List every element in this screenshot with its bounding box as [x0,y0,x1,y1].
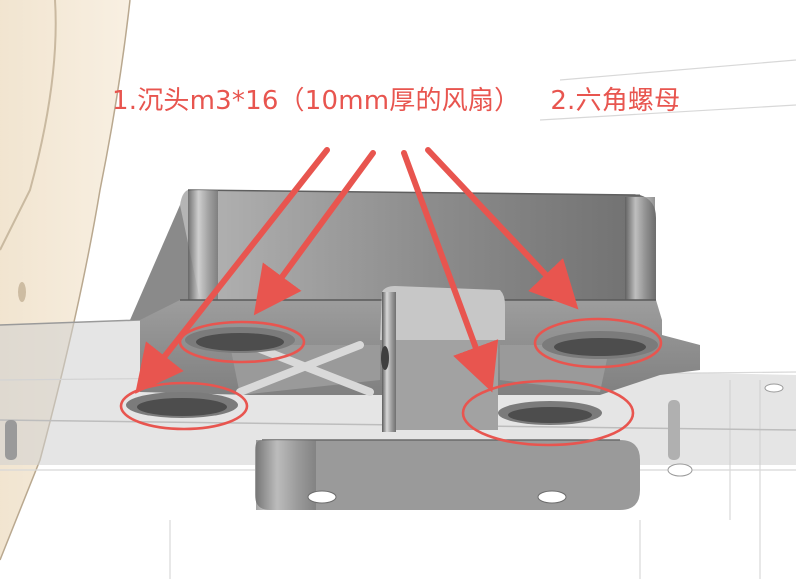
annotation-text-overlay: 1.沉头m3*16（10mm厚的风扇） 2.六角螺母 [112,80,680,117]
highlight-circles [119,317,663,447]
highlight-circle-right [533,317,663,369]
hex-nut-pocket-center [498,401,602,425]
arrow-to-top-left [253,150,376,316]
countersunk-hole-top-left [185,327,295,353]
label-hex-nut-overlay: 2.六角螺母 [550,86,681,116]
ghost-part-left [0,0,131,561]
arrow-to-center [401,150,499,393]
annotation-arrows [135,147,579,394]
countersunk-hole-bottom-left [126,392,238,418]
label-countersunk-screw-overlay: 1.沉头m3*16（10mm厚的风扇） [112,86,521,116]
highlight-circle-center [461,379,635,447]
arrow-to-right [425,147,579,310]
hex-nut-pocket-right [542,331,658,359]
arrow-to-bottom-left [135,147,330,394]
highlight-circle-bottom-left [119,381,249,431]
